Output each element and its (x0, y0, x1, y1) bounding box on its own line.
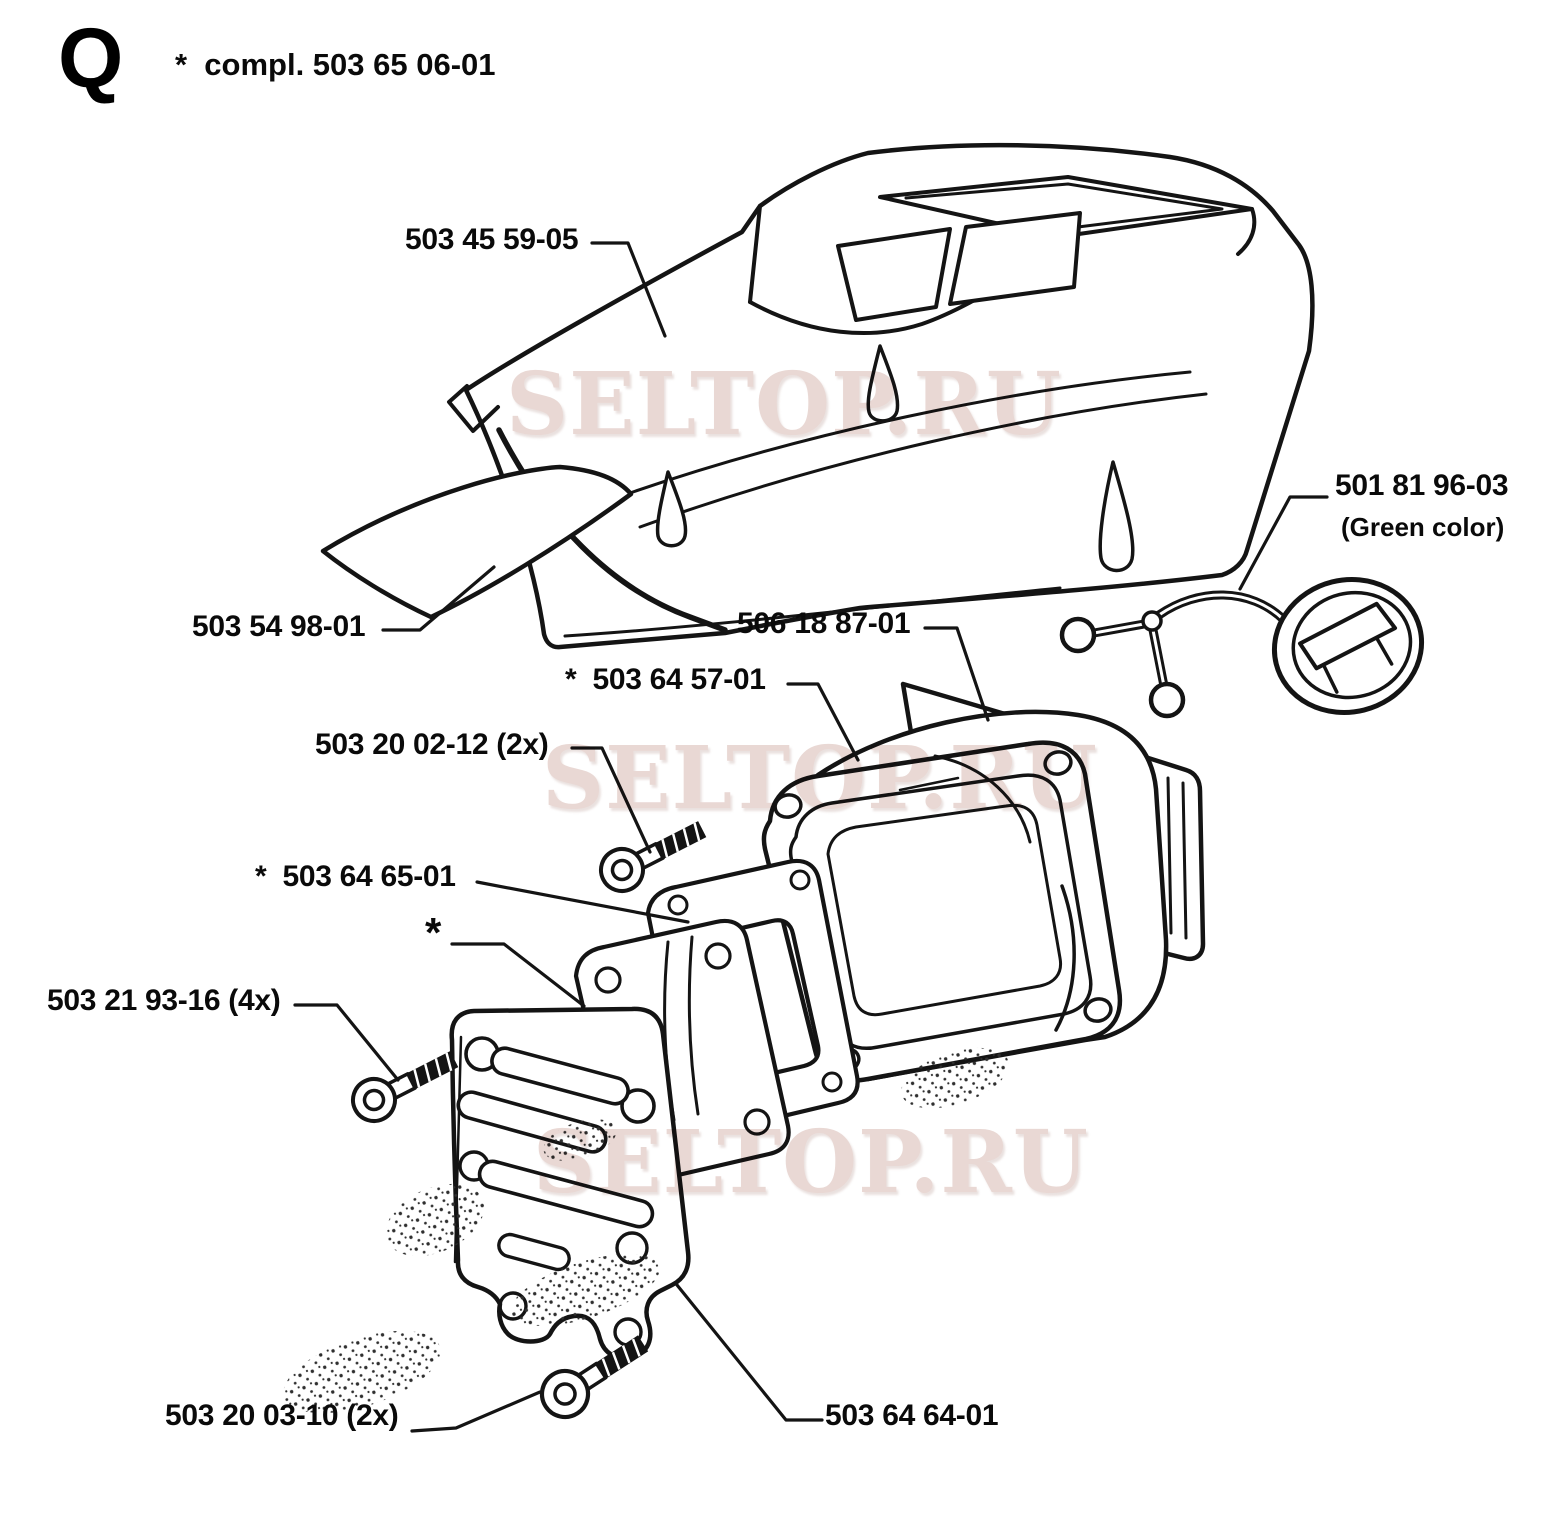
leader-screw-upper (570, 746, 652, 854)
detail-line (1054, 884, 1076, 1032)
plate-hole (620, 1088, 656, 1124)
muffler-drawing (761, 709, 1169, 1083)
vent-slot (655, 470, 688, 548)
label-bracket: 506 18 87-01 (737, 607, 911, 640)
leader-gasket-mid (475, 880, 690, 924)
cover-window (836, 227, 952, 322)
muffler-opening (826, 803, 1063, 1017)
cover-plate-drawing (320, 464, 634, 620)
label-gasket-mid: * 503 64 65-01 (255, 860, 456, 893)
retainer-ball (1059, 616, 1097, 654)
leader-gasket-rear (786, 682, 860, 762)
leader-cap (1238, 495, 1329, 591)
screw-thread (405, 1051, 459, 1090)
retainer-arm-inner (1092, 622, 1146, 635)
leader-bracket (923, 626, 990, 722)
vent-slot (866, 344, 900, 423)
label-cap-color-note: (Green color) (1341, 512, 1505, 542)
bolt-hole (789, 869, 811, 891)
screw-thread (653, 821, 707, 860)
screw-bottom-drawing (539, 1335, 649, 1420)
leader-cover (590, 241, 667, 338)
leader-screw-bottom (410, 1390, 542, 1433)
leader-gasket-front (450, 942, 586, 1008)
cover-window (948, 211, 1082, 306)
section-letter: Q (58, 11, 124, 105)
retainer-cord-inner (1157, 593, 1286, 622)
spray-cluster (901, 1047, 1009, 1109)
spray-cluster (510, 1254, 660, 1326)
cylinder-cover-drawing (447, 142, 1315, 650)
spray-dots (283, 1047, 1009, 1414)
label-screw-left: 503 21 93-16 (4x) (47, 984, 281, 1017)
detail-line (1181, 781, 1188, 940)
bolt-hole (704, 942, 732, 970)
thread-lines (413, 1052, 453, 1088)
spray-cluster (283, 1330, 441, 1414)
retainer-arm-inner (1151, 628, 1166, 688)
detail-line (687, 935, 700, 1116)
label-panel: 503 54 98-01 (192, 610, 366, 643)
screw-socket (553, 1382, 577, 1406)
label-cover: 503 45 59-05 (405, 223, 579, 256)
cap-grip (1297, 601, 1398, 671)
screw-left-drawing (351, 1051, 459, 1123)
label-gasket-front-mark: * (425, 909, 442, 956)
bolt-hole (773, 793, 803, 819)
screw-socket (610, 858, 634, 882)
bolt-hole (667, 894, 689, 916)
bolt-hole (821, 1071, 843, 1093)
bolt-hole (743, 1108, 771, 1136)
leader-screw-left (293, 1003, 400, 1082)
detail-line (1236, 207, 1257, 256)
leader-panel (381, 565, 496, 632)
detail-line (638, 392, 1208, 529)
label-screw-upper: 503 20 02-12 (2x) (315, 728, 549, 761)
detail-line (608, 370, 1192, 502)
plate-slot (497, 1232, 571, 1272)
screw-upper-drawing (599, 821, 707, 893)
detail-line (563, 586, 1062, 638)
retainer-joint (1141, 610, 1163, 632)
bolt-hole (1043, 750, 1073, 776)
thread-lines (601, 1338, 641, 1377)
spray-cluster (543, 1119, 617, 1161)
spray-cluster (385, 1183, 485, 1257)
bolt-hole (1083, 997, 1113, 1023)
screw-socket (362, 1088, 386, 1112)
label-gasket-rear: * 503 64 57-01 (565, 663, 766, 696)
retainer-ball (1148, 681, 1186, 719)
plate-slot (490, 1046, 630, 1106)
detail-line (1322, 636, 1394, 694)
compl-note: * compl. 503 65 06-01 (175, 47, 496, 82)
leader-plate (675, 1283, 824, 1422)
cap-rim (1291, 590, 1413, 700)
cap-retainer-drawing (1059, 590, 1289, 719)
label-cap: 501 81 96-03 (1335, 469, 1509, 502)
detail-line (898, 776, 960, 792)
plate-slot (477, 1159, 655, 1229)
detail-line (748, 204, 762, 304)
fuel-cap-drawing (1271, 577, 1425, 715)
detail-line (1166, 776, 1173, 935)
cover-recess-inner (904, 182, 1224, 231)
vent-slot (1098, 460, 1135, 573)
label-plate: 503 64 64-01 (825, 1399, 999, 1432)
label-screw-bottom: 503 20 03-10 (2x) (165, 1399, 399, 1432)
detail-line (933, 754, 1032, 844)
cover-tip (447, 384, 500, 433)
thread-lines (661, 822, 701, 858)
leader-lines (293, 241, 1329, 1433)
bolt-hole (594, 966, 622, 994)
